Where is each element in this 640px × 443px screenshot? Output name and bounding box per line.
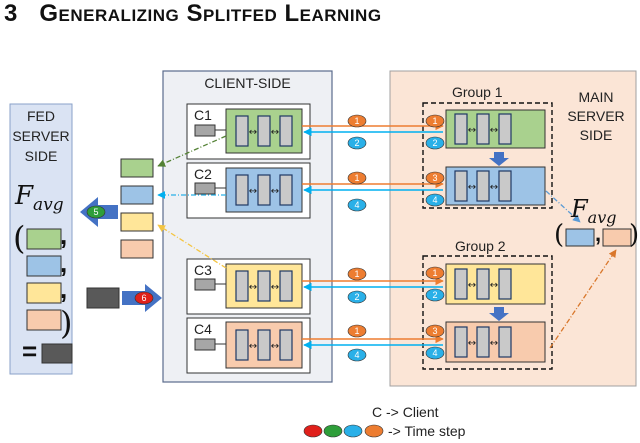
fed-comma-1: , — [60, 220, 68, 250]
svg-text:4: 4 — [354, 350, 359, 360]
client-side-label: CLIENT-SIDE — [204, 75, 291, 91]
client-box-c4 — [186, 317, 311, 374]
fed-paren-open: ( — [13, 219, 26, 257]
group-1-box — [422, 102, 553, 209]
server-paren-close: ) — [629, 220, 640, 250]
server-model-g2-top — [445, 263, 546, 305]
section-title: 3 GENERALIZING SPLITFED LEARNING — [4, 0, 382, 28]
server-model-g1-bottom — [445, 166, 546, 206]
main-server-label: MAIN SERVER SIDE — [567, 89, 625, 143]
svg-text:4: 4 — [432, 348, 437, 358]
client-label-c2: C2 — [194, 166, 212, 182]
server-model-g2-bottom — [445, 321, 546, 363]
fed-model-blue — [26, 255, 62, 277]
svg-text:1: 1 — [432, 116, 437, 126]
svg-text:2: 2 — [354, 292, 359, 302]
server-avg-salmon — [602, 228, 632, 247]
title-word-3: LEARNING — [284, 0, 382, 27]
client-label-c1: C1 — [194, 107, 212, 123]
fed-model-salmon — [26, 309, 62, 331]
fed-favg-label: Favg — [15, 181, 64, 216]
model-copy-salmon — [120, 239, 154, 259]
fed-paren-close: ) — [60, 304, 73, 342]
model-copy-green — [120, 158, 154, 178]
server-paren-open: ( — [554, 220, 565, 250]
svg-text:1: 1 — [354, 269, 359, 279]
step-badge-4: 4 — [432, 195, 437, 205]
svg-text:1: 1 — [354, 173, 359, 183]
client-box-c1 — [186, 103, 311, 160]
step-badge-3: 3 — [432, 173, 437, 183]
svg-text:4: 4 — [354, 200, 359, 210]
client-box-c3 — [186, 258, 311, 315]
group-2-label: Group 2 — [455, 238, 506, 254]
svg-text:2: 2 — [432, 290, 437, 300]
step-badge-5: 5 — [93, 207, 98, 217]
svg-text:3: 3 — [432, 326, 437, 336]
title-word-2: SPLITFED — [186, 0, 278, 27]
server-favg-label: Favg — [571, 195, 617, 227]
global-model-copy — [86, 287, 120, 309]
fed-model-green — [26, 228, 62, 250]
legend-time-step-dots — [303, 424, 384, 438]
fed-equals: = — [22, 336, 38, 366]
title-word-1: GENERALIZING — [39, 0, 180, 27]
legend-client: C -> Client — [372, 404, 439, 420]
fed-model-yellow — [26, 282, 62, 304]
server-model-g1-top — [445, 109, 546, 149]
server-avg-blue — [565, 228, 595, 247]
model-copy-yellow — [120, 212, 154, 232]
group-1-label: Group 1 — [452, 84, 503, 100]
fed-server-label: FED SERVER SIDE — [12, 108, 70, 164]
fed-comma-2: , — [60, 248, 68, 278]
client-label-c4: C4 — [194, 321, 212, 337]
svg-text:1: 1 — [354, 326, 359, 336]
step-badge-2: 2 — [354, 138, 359, 148]
model-copy-blue — [120, 185, 154, 205]
step-badge-1: 1 — [354, 116, 359, 126]
client-label-c3: C3 — [194, 262, 212, 278]
server-comma: , — [595, 221, 602, 246]
svg-text:2: 2 — [432, 138, 437, 148]
step-badge-6: 6 — [141, 293, 146, 303]
client-box-c2 — [186, 162, 311, 219]
fed-comma-3: , — [60, 274, 68, 304]
section-number: 3 — [4, 0, 18, 27]
fed-global-model — [41, 343, 73, 364]
legend-time-step: -> Time step — [388, 423, 466, 439]
svg-text:1: 1 — [432, 268, 437, 278]
group-2-box — [422, 255, 553, 370]
